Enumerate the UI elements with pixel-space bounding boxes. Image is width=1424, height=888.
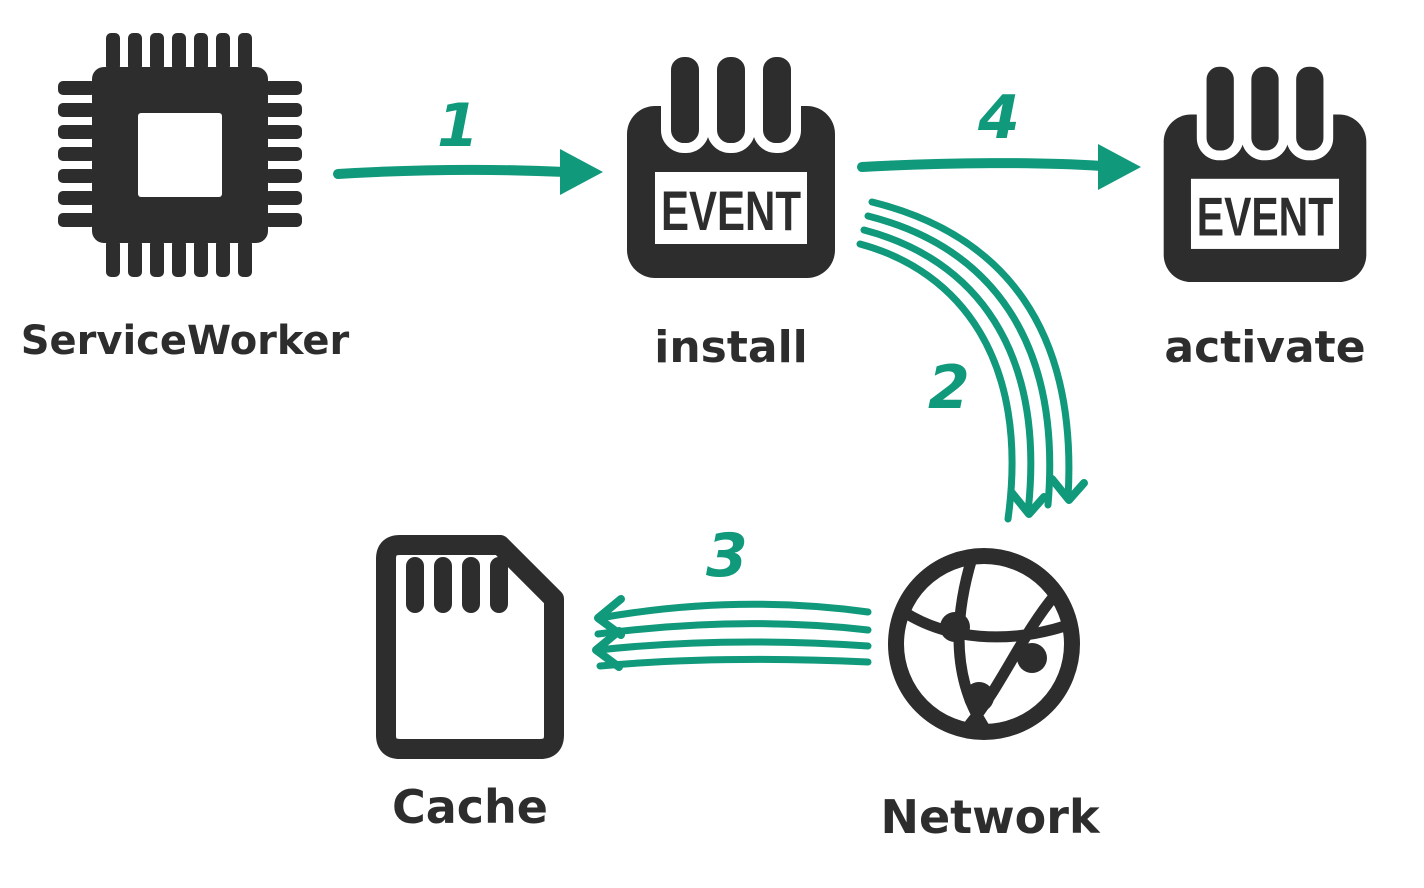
edge-label-4: 4 xyxy=(978,83,1020,153)
event-icon-activate-svg: EVENT xyxy=(1163,57,1367,283)
chip-icon-svg xyxy=(58,33,302,277)
label-install: install xyxy=(654,322,808,373)
arrow-step3-bundle xyxy=(592,595,872,671)
event-icon-install: EVENT xyxy=(615,42,847,290)
event-text: EVENT xyxy=(661,179,801,242)
event-icon-install-svg: EVENT xyxy=(627,47,835,278)
globe-network-icon-svg xyxy=(888,548,1080,740)
label-service-worker: ServiceWorker xyxy=(20,318,350,364)
event-text: EVENT xyxy=(1197,186,1333,247)
edge-label-1: 1 xyxy=(437,91,479,161)
arrow-step2-bundle xyxy=(856,198,1088,523)
globe-network-icon xyxy=(878,538,1090,754)
arrow-step4 xyxy=(857,144,1141,190)
event-icon-activate: EVENT xyxy=(1152,52,1378,294)
sd-card-icon-svg xyxy=(376,535,564,759)
label-cache: Cache xyxy=(391,780,548,834)
chip-icon xyxy=(50,25,310,289)
label-network: Network xyxy=(880,790,1100,844)
edge-label-2: 2 xyxy=(928,353,970,423)
sd-card-icon xyxy=(372,533,566,765)
arrow-step1 xyxy=(333,149,603,195)
label-activate: activate xyxy=(1164,322,1366,373)
edge-label-3: 3 xyxy=(706,521,748,591)
